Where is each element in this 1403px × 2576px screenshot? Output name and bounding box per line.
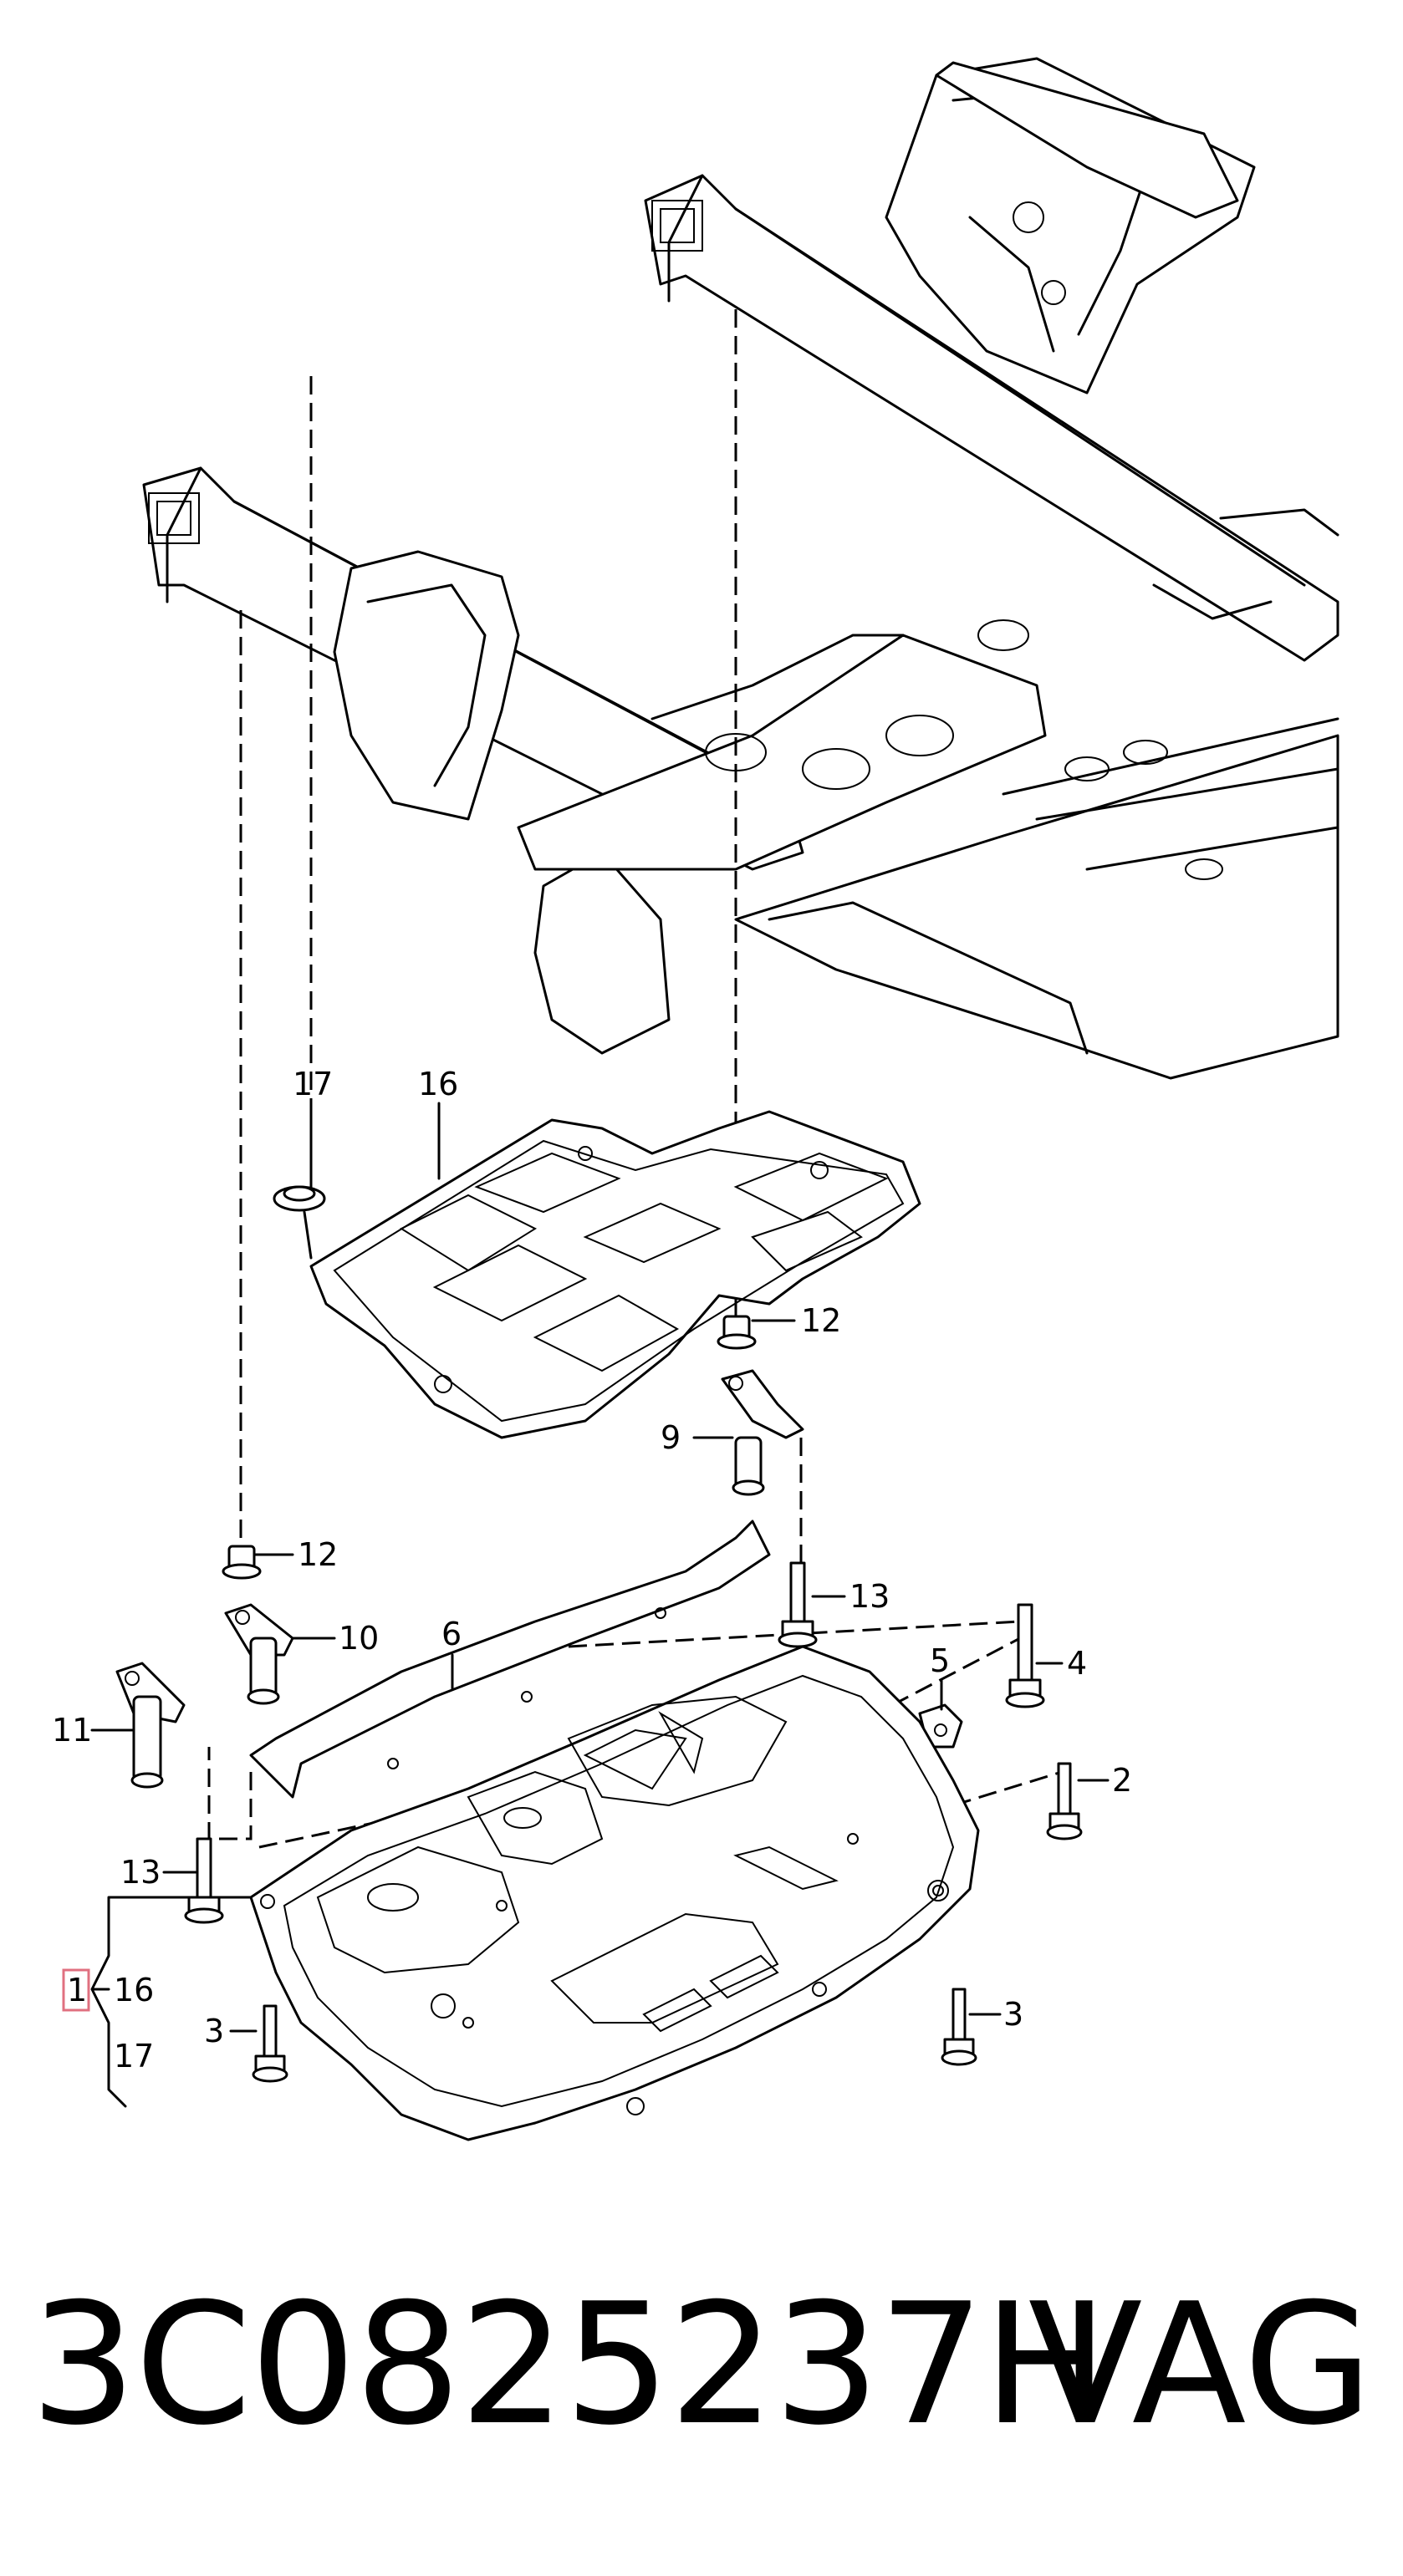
part-number-caption: 3C0825237H [30,2268,1109,2462]
callout-3-right: 3 [1003,1996,1023,2033]
callout-4: 4 [1067,1645,1087,1682]
callout-2: 2 [1112,1762,1132,1799]
callout-12-lower: 12 [298,1536,338,1573]
exploded-parts-diagram: 17 16 12 9 12 13 10 6 4 5 11 2 13 1 16 1… [52,57,1339,2141]
callout-13-left: 13 [120,1854,161,1891]
front-brace-6 [249,1520,771,1799]
callout-5: 5 [930,1642,950,1679]
callout-leaders [62,1102,1110,2108]
callout-11: 11 [52,1712,92,1749]
callout-9: 9 [661,1419,681,1456]
insulation-panel-16 [309,1110,921,1439]
bolt-13-left [184,1837,224,1924]
callout-17-bracket: 17 [114,2038,154,2075]
callout-17-top: 17 [293,1066,333,1102]
callout-numbers: 17 16 12 9 12 13 10 6 4 5 11 2 13 1 16 1… [52,1066,1132,2075]
callout-1: 1 [67,1972,87,2008]
callout-12-upper: 12 [801,1302,841,1339]
bracket-10 [224,1603,294,1705]
engine-undershield-1 [249,1645,980,2141]
vehicle-underbody-frame [142,57,1339,1080]
nut-12-lower [222,1545,262,1580]
callout-10: 10 [339,1620,379,1657]
bracket-9 [721,1369,804,1496]
bolt-2 [1046,1762,1083,1840]
bolt-3-left [252,2004,288,2083]
part-1-highlight-box [62,1968,90,2012]
bolt-4 [1005,1603,1045,1708]
bolt-13-right [778,1561,818,1648]
bracket-11 [115,1662,186,1789]
callout-3-left: 3 [204,2013,224,2049]
callout-16-top: 16 [418,1066,458,1102]
nut-12-upper [717,1315,757,1350]
brand-caption: VAG [1028,2268,1373,2462]
grommet-17 [273,1185,326,1260]
callout-6: 6 [441,1616,462,1652]
callout-13-right: 13 [849,1578,890,1615]
callout-16-bracket: 16 [114,1972,154,2008]
bolt-3-right [941,1988,977,2066]
